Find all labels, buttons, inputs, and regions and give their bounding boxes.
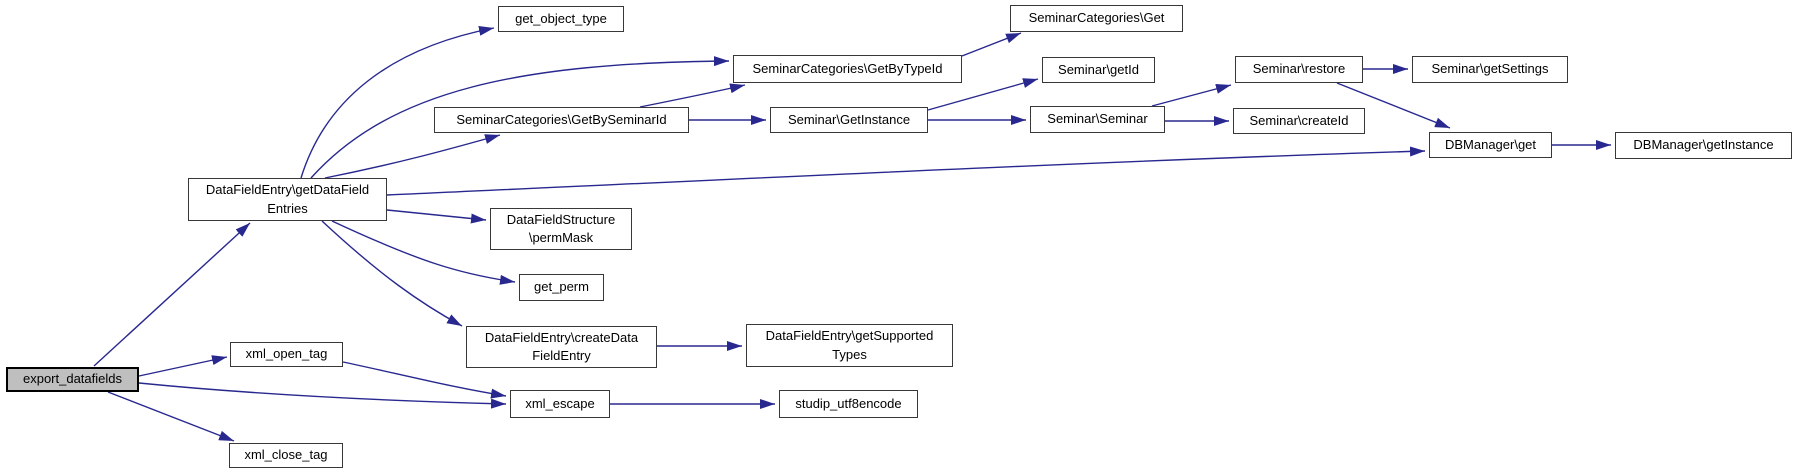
edge-seminar-get-instance--seminar-get-id [927,78,1039,111]
edge-get-data-field-entries--get-perm [331,220,516,285]
node-xml-escape[interactable]: xml_escape [510,390,610,418]
node-xml-close-tag[interactable]: xml_close_tag [229,443,343,468]
edge-export-datafields--get-data-field-entries [93,222,251,367]
node-seminar-get-settings[interactable]: Seminar\getSettings [1412,56,1568,83]
node-dbmanager-get[interactable]: DBManager\get [1429,132,1552,158]
node-seminar-categories-get[interactable]: SeminarCategories\Get [1010,5,1183,32]
node-seminar-seminar[interactable]: Seminar\Seminar [1030,106,1165,133]
node-seminar-get-id[interactable]: Seminar\getId [1042,57,1155,83]
edge-get-by-type-id--seminar-categories-get [961,32,1022,57]
edge-get-data-field-entries--create-data-field-entry [321,220,463,327]
node-create-data-field-entry[interactable]: DataFieldEntry\createData FieldEntry [466,326,657,368]
node-get-by-type-id[interactable]: SeminarCategories\GetByTypeId [733,55,962,83]
edge-get-data-field-entries--dbmanager-get [386,146,1426,196]
edge-xml-open-tag--xml-escape [342,361,507,399]
node-perm-mask[interactable]: DataFieldStructure \permMask [490,208,632,250]
node-dbmanager-get-instance[interactable]: DBManager\getInstance [1615,132,1792,159]
edge-get-data-field-entries--get-by-seminar-id [324,134,501,179]
edge-export-datafields--xml-close-tag [107,391,235,442]
node-get-supported-types[interactable]: DataFieldEntry\getSupported Types [746,324,953,367]
edge-get-data-field-entries--get-object-type [300,25,495,179]
node-get-by-seminar-id[interactable]: SeminarCategories\GetBySeminarId [434,107,689,133]
node-get-object-type[interactable]: get_object_type [498,6,624,32]
edge-group [93,25,1611,442]
node-get-data-field-entries[interactable]: DataFieldEntry\getDataField Entries [188,178,387,221]
edge-get-by-seminar-id--get-by-type-id [639,83,746,108]
edge-seminar-seminar--seminar-restore [1151,84,1232,107]
node-seminar-create-id[interactable]: Seminar\createId [1233,108,1365,134]
node-export-datafields[interactable]: export_datafields [6,367,139,392]
node-get-perm[interactable]: get_perm [519,274,604,301]
edge-export-datafields--xml-escape [138,382,507,409]
edge-export-datafields--xml-open-tag [138,355,228,377]
node-seminar-get-instance[interactable]: Seminar\GetInstance [770,107,928,133]
edge-seminar-restore--dbmanager-get [1336,82,1451,129]
edge-get-data-field-entries--get-by-type-id [310,56,730,179]
edge-get-data-field-entries--perm-mask [386,209,487,224]
node-xml-open-tag[interactable]: xml_open_tag [230,342,343,367]
node-studip-utf8encode[interactable]: studip_utf8encode [779,390,918,418]
node-seminar-restore[interactable]: Seminar\restore [1235,56,1363,83]
